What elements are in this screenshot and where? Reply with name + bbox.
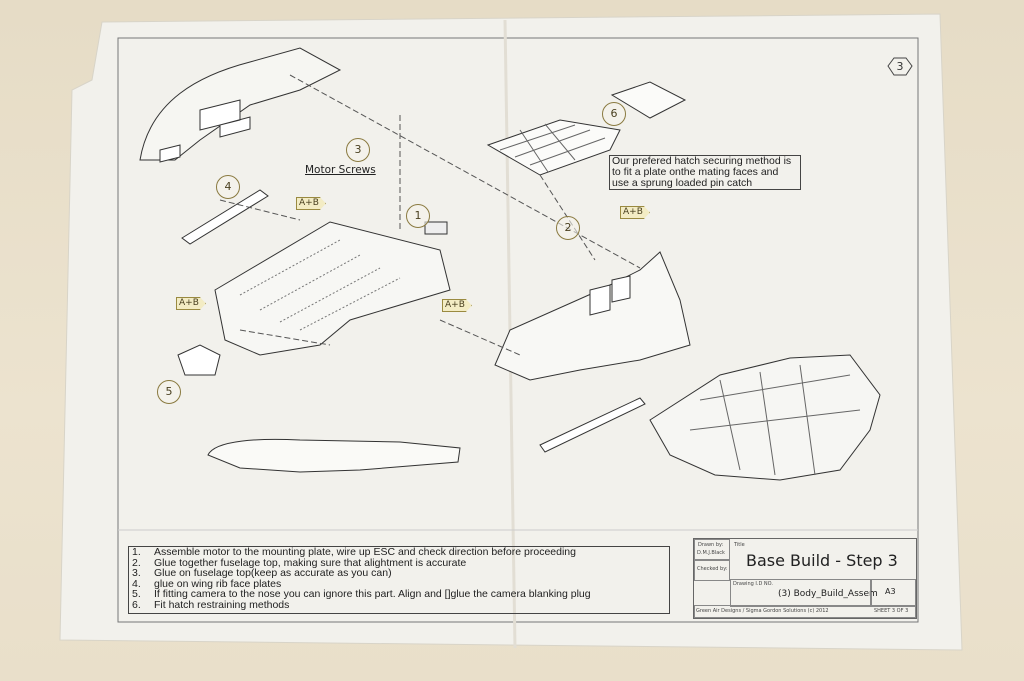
step-number: 2.	[132, 556, 141, 569]
step-text: Fit hatch restraining methods	[154, 598, 290, 611]
step-number: 3.	[132, 567, 141, 579]
hatch	[486, 119, 621, 176]
fuselage-top-blocks	[589, 275, 631, 316]
step-item: 4. glue on wing rib face plates	[129, 577, 669, 590]
drawn-by-label: Drawn by:	[698, 542, 724, 548]
assembled-model	[649, 354, 881, 481]
hatch-note: Our prefered hatch securing method is to…	[609, 155, 801, 190]
rib-plate-left	[181, 189, 269, 245]
sheet-border	[117, 37, 919, 623]
glue-tag-a-b: A+B	[620, 206, 650, 219]
callout-4: 4	[216, 175, 240, 199]
title-block: Drawn by: D.M.J.Black Checked by: Title …	[693, 538, 917, 619]
callout-2: 2	[556, 216, 580, 240]
callout-3: 3	[346, 138, 370, 162]
drawing-id: (3) Body_Build_Assem	[778, 589, 878, 599]
glue-tag-a-b: A+B	[176, 297, 206, 310]
step-text: Glue together fuselage top, making sure …	[154, 556, 467, 569]
step-item: 1. Assemble motor to the mounting plate, …	[129, 547, 669, 558]
hatch-part-6	[610, 81, 687, 119]
checked-by-label: Checked by:	[697, 566, 728, 572]
nose-block	[177, 344, 221, 376]
paper-size: A3	[885, 587, 896, 596]
sheet-number: 3	[896, 60, 904, 73]
step-number: 6.	[132, 598, 141, 611]
step-item: 5. If fitting camera to the nose you can …	[129, 589, 669, 600]
callout-5: 5	[157, 380, 181, 404]
step-number: 5.	[132, 588, 141, 600]
step-text: Glue on fuselage top(keep as accurate as…	[154, 567, 392, 579]
drawing-id-label: Drawing I.D NO.	[733, 581, 773, 587]
step-number: 1.	[132, 546, 141, 558]
copyright: Green Air Designs / Sigma Gordon Solutio…	[696, 608, 829, 614]
assembled-model-detail	[689, 364, 861, 476]
rib-plate-right	[539, 397, 646, 453]
motor-screws-label: Motor Screws	[305, 164, 376, 176]
glue-tag-a-b: A+B	[442, 299, 472, 312]
hatch-grid	[499, 123, 606, 173]
base-plate-detail	[239, 239, 401, 331]
assembly-steps: 1. Assemble motor to the mounting plate, …	[128, 546, 670, 614]
step-item: 2. Glue together fuselage top, making sur…	[129, 556, 669, 569]
nose-blocks	[159, 99, 251, 163]
fuselage-top	[494, 251, 691, 381]
step-text: Assemble motor to the mounting plate, wi…	[154, 546, 576, 558]
sheet-count: SHEET 3 OF 3	[874, 608, 909, 614]
callout-6: 6	[602, 102, 626, 126]
base-plate	[214, 221, 451, 356]
drawn-by: D.M.J.Black	[697, 550, 725, 556]
callout-1: 1	[406, 204, 430, 228]
side-view	[207, 438, 461, 473]
drawing-title: Base Build - Step 3	[746, 551, 898, 570]
glue-tag-a-b: A+B	[296, 197, 326, 210]
step-item: 3. Glue on fuselage top(keep as accurate …	[129, 568, 669, 579]
step-text: glue on wing rib face plates	[154, 577, 282, 590]
title-label: Title	[734, 542, 745, 548]
step-item: 6. Fit hatch restraining methods	[129, 598, 669, 611]
step-text: If fitting camera to the nose you can ig…	[154, 588, 591, 600]
sheet-number-hex	[887, 57, 913, 76]
step-number: 4.	[132, 577, 141, 590]
motor	[424, 221, 448, 235]
